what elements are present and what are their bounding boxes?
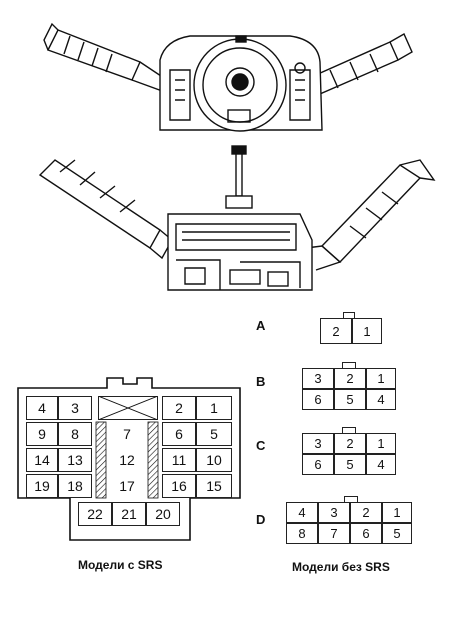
connector-b-pin: 1	[366, 368, 396, 389]
caption-without-srs: Модели без SRS	[292, 560, 390, 574]
connector-a-tab	[343, 312, 355, 319]
connector-b-pin: 3	[302, 368, 334, 389]
connector-b-pin: 4	[366, 389, 396, 410]
srs-pin: 22	[78, 502, 112, 526]
switch-top-view	[43, 22, 413, 132]
srs-pin: 9	[26, 422, 58, 446]
caption-with-srs: Модели с SRS	[78, 558, 163, 572]
connector-a-pin: 2	[320, 318, 352, 344]
srs-pin: 11	[162, 448, 196, 472]
connector-d-pin: 4	[286, 502, 318, 523]
srs-pin: 13	[58, 448, 92, 472]
connector-d-pin: 3	[318, 502, 350, 523]
srs-blank-pin	[98, 396, 158, 420]
srs-pin: 18	[58, 474, 92, 498]
connector-b-pin: 6	[302, 389, 334, 410]
connector-c-pin: 1	[366, 433, 396, 454]
srs-pin: 16	[162, 474, 196, 498]
srs-pin: 2	[162, 396, 196, 420]
srs-pin: 4	[26, 396, 58, 420]
srs-pin: 10	[196, 448, 232, 472]
switch-bottom-view	[38, 145, 436, 291]
connector-d-pin: 5	[382, 523, 412, 544]
connector-d-pin: 2	[350, 502, 382, 523]
srs-pin: 21	[112, 502, 146, 526]
connector-d-pin: 6	[350, 523, 382, 544]
connector-b-pin: 5	[334, 389, 366, 410]
connector-c-pin: 2	[334, 433, 366, 454]
connector-d-pin: 8	[286, 523, 318, 544]
connector-b-label: B	[256, 374, 266, 389]
connector-c-pin: 5	[334, 454, 366, 475]
srs-hatch-left	[95, 421, 107, 499]
srs-pin: 1	[196, 396, 232, 420]
connector-d-pin: 1	[382, 502, 412, 523]
connector-c-pin: 4	[366, 454, 396, 475]
combination-switch-illustration	[38, 22, 436, 291]
connector-c-pin: 3	[302, 433, 334, 454]
srs-pin: 6	[162, 422, 196, 446]
connector-c-label: C	[256, 438, 266, 453]
srs-pin: 17	[119, 478, 135, 494]
srs-pin: 5	[196, 422, 232, 446]
connector-d-pin: 7	[318, 523, 350, 544]
connector-d-tab	[344, 496, 358, 503]
connector-b-tab	[342, 362, 356, 369]
connector-a-label: A	[256, 318, 266, 333]
srs-hatch-right	[147, 421, 159, 499]
connector-d-label: D	[256, 512, 266, 527]
srs-pin: 14	[26, 448, 58, 472]
connector-b-pin: 2	[334, 368, 366, 389]
connector-c-pin: 6	[302, 454, 334, 475]
connector-c-tab	[342, 427, 356, 434]
srs-pin: 3	[58, 396, 92, 420]
srs-pin: 8	[58, 422, 92, 446]
srs-pin: 19	[26, 474, 58, 498]
srs-pin: 15	[196, 474, 232, 498]
connector-a-pin: 1	[352, 318, 382, 344]
srs-pin: 12	[119, 452, 135, 468]
srs-pin: 7	[123, 426, 131, 442]
srs-pin: 20	[146, 502, 180, 526]
